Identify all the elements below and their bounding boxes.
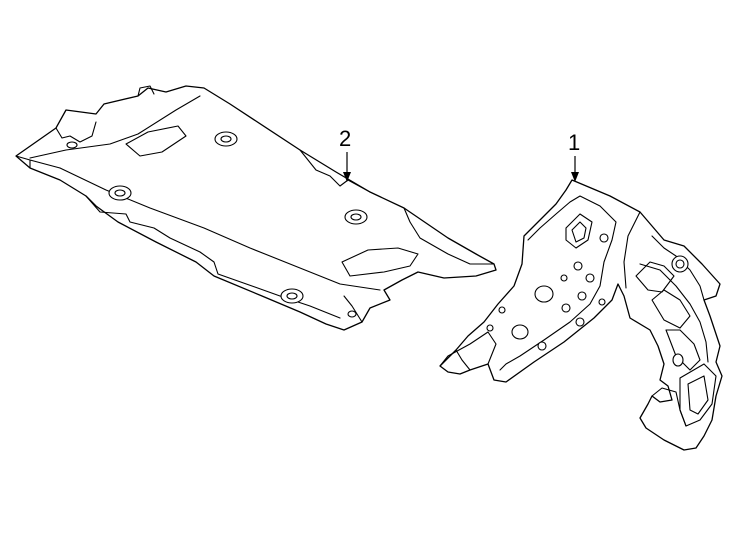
part-1-hole-12 — [498, 306, 506, 314]
part-1-pocket-inner — [571, 221, 587, 243]
part-2-lower-flange — [85, 195, 341, 319]
part-2-step — [299, 149, 371, 193]
part-1-hole-11 — [537, 341, 547, 351]
part-2-small-hole-2 — [347, 310, 357, 318]
part-2-ramp — [125, 125, 187, 157]
part-2-boss-4 — [280, 288, 304, 304]
callout-1-label: 1 — [568, 130, 580, 155]
callout-2-arrowhead — [343, 172, 351, 182]
part-1-hole-9 — [598, 298, 606, 306]
part-2-boss-2 — [108, 185, 132, 201]
part-1-right-arm-top — [623, 211, 641, 289]
part-2-boss-1 — [214, 131, 238, 147]
part-2-outline — [15, 85, 497, 331]
part-1-hole-4 — [560, 274, 568, 282]
callout-1-arrowhead — [571, 172, 579, 182]
part-1-hole-large-1 — [534, 285, 554, 303]
part-1-inner-flange — [499, 195, 617, 371]
part-1-rib-fold — [455, 349, 471, 371]
part-1-outline — [439, 179, 723, 451]
part-2-boss-3 — [344, 209, 368, 225]
part-1-arm-band-1 — [635, 261, 675, 293]
callout-2[interactable]: 2 — [339, 126, 351, 182]
part-1-right-arm-inner — [639, 263, 709, 363]
part-2-corner-right — [343, 295, 363, 323]
part-2-notch-left — [55, 121, 97, 143]
part-1-side-bracket-panel[interactable] — [439, 179, 723, 451]
part-1-hole-large-2 — [511, 324, 529, 340]
part-1-hole-3 — [573, 261, 583, 271]
part-2-small-hole-1 — [66, 141, 78, 149]
part-2-right-lip — [403, 207, 495, 265]
part-1-boss-right — [671, 255, 689, 273]
part-2-top-edge — [29, 95, 201, 159]
part-1-lower-box-inner — [687, 375, 709, 415]
part-1-hole-7 — [561, 303, 571, 313]
part-1-pocket — [565, 213, 593, 249]
part-1-hole-10 — [575, 317, 585, 327]
part-1-hole-13 — [486, 324, 494, 332]
part-2-right-raise — [341, 247, 419, 277]
part-2-radiator-support-cover[interactable] — [15, 85, 497, 331]
part-1-hole-8 — [599, 233, 609, 243]
part-1-hook — [651, 387, 687, 427]
callout-1[interactable]: 1 — [568, 130, 580, 182]
part-1-arm-band-2 — [651, 289, 691, 329]
part-1-hole-5 — [585, 273, 595, 283]
part-2-left-tab — [15, 155, 61, 169]
part-1-hole-6 — [577, 291, 587, 301]
part-2-tab-upper — [137, 85, 155, 97]
part-1-rib-left — [439, 331, 497, 367]
callout-2-label: 2 — [339, 126, 351, 151]
part-1-hole-arm — [672, 353, 684, 367]
